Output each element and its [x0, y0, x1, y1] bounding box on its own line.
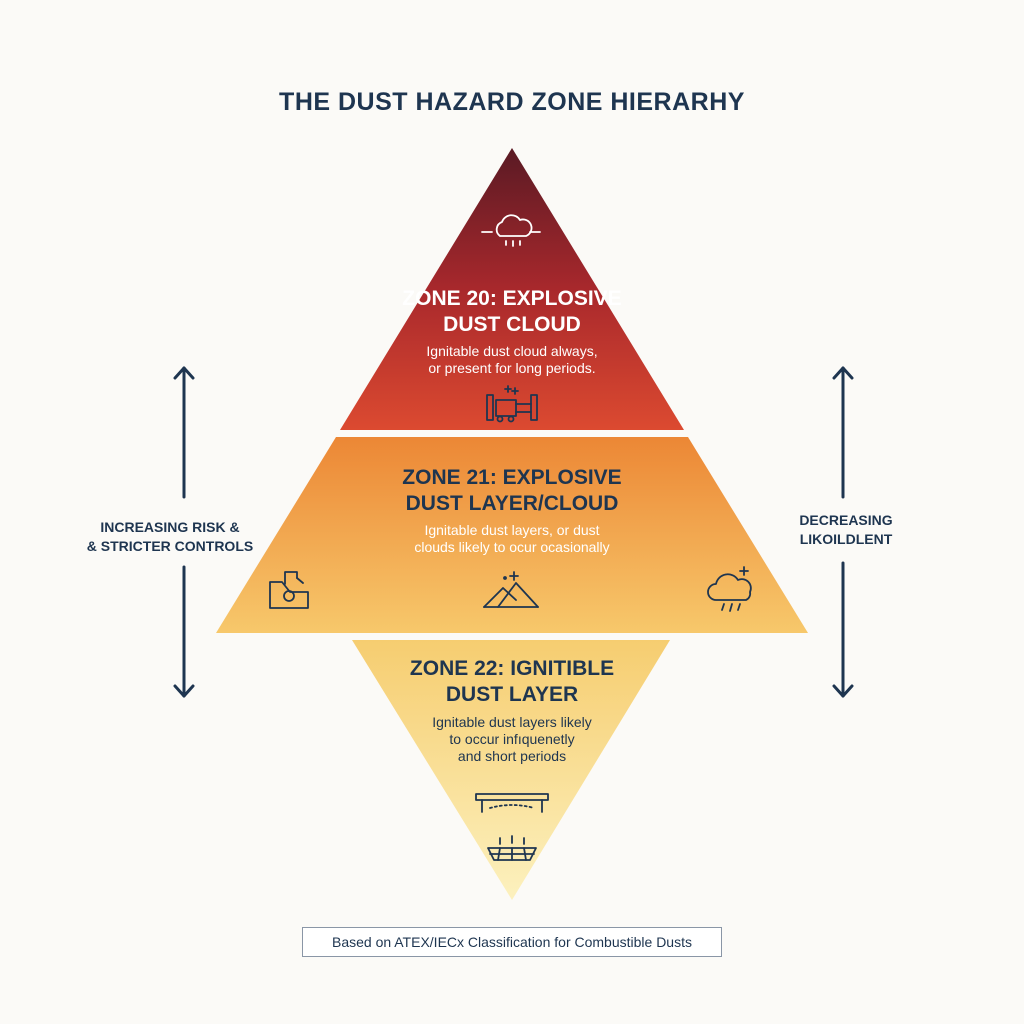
- zone-22-desc-line2: to occur infıquenetly: [449, 731, 575, 747]
- zone-20-heading-line1: ZONE 20: EXPLOSIVE: [402, 287, 622, 310]
- shelf-dust-icon: [475, 793, 549, 813]
- dust-pile-icon: [483, 571, 539, 608]
- zone-22-desc-line3: and short periods: [457, 748, 567, 764]
- zone-21-heading-line1: ZONE 21: EXPLOSIVE: [402, 466, 622, 489]
- decreasing-likelihood-arrow-up: [832, 366, 854, 499]
- increasing-risk-label: INCREASING RISK & & STRICTER CONTROLS: [70, 518, 270, 556]
- zone-22-heading-line1: ZONE 22: IGNITIBLE: [409, 657, 615, 680]
- zone-21-heading-line2: DUST LAYER/CLOUD: [405, 492, 619, 515]
- floor-dust-icon: [487, 835, 537, 861]
- increasing-risk-line2: & STRICTER CONTROLS: [86, 538, 254, 554]
- decreasing-likelihood-arrow-down: [832, 561, 854, 698]
- increasing-risk-arrow-down: [173, 565, 195, 698]
- increasing-risk-line1: INCREASING RISK &: [100, 519, 240, 535]
- zone-21-tier: [216, 437, 808, 633]
- dust-cloud-icon: [481, 214, 541, 247]
- machinery-icon: [486, 385, 538, 423]
- increasing-risk-arrow-up: [173, 366, 195, 499]
- zone-21-label: ZONE 21: EXPLOSIVE DUST LAYER/CLOUD Igni…: [362, 465, 662, 556]
- zone-22-tier: [352, 640, 670, 900]
- source-note: Based on ATEX/IECx Classification for Co…: [302, 927, 722, 957]
- zone-20-label: ZONE 20: EXPLOSIVE DUST CLOUD Ignitable …: [362, 286, 662, 377]
- zone-20-heading-line2: DUST CLOUD: [443, 313, 581, 336]
- zone-22-heading-line2: DUST LAYER: [445, 683, 579, 706]
- zone-22-desc-line1: Ignitable dust layers likely: [432, 714, 592, 730]
- decreasing-likelihood-line1: DECREASING: [799, 512, 893, 528]
- zone-20-desc-line2: or present for long periods.: [428, 360, 596, 376]
- cloud-dust-icon: [707, 566, 752, 612]
- page-title: THE DUST HAZARD ZONE HIERARHY: [279, 88, 745, 116]
- zone-20-desc-line1: Ignitable dust cloud always,: [426, 343, 598, 359]
- zone-21-desc-line1: Ignitable dust layers, or dust: [424, 522, 600, 538]
- decreasing-likelihood-label: DECREASING LIKOILDLENT: [776, 511, 916, 549]
- grinder-icon: [269, 571, 309, 609]
- zone-22-label: ZONE 22: IGNITIBLE DUST LAYER Ignitable …: [362, 656, 662, 765]
- decreasing-likelihood-line2: LIKOILDLENT: [799, 531, 893, 547]
- zone-21-desc-line2: clouds likely to ocur ocasionally: [414, 539, 610, 555]
- zone-20-tier: [340, 148, 684, 430]
